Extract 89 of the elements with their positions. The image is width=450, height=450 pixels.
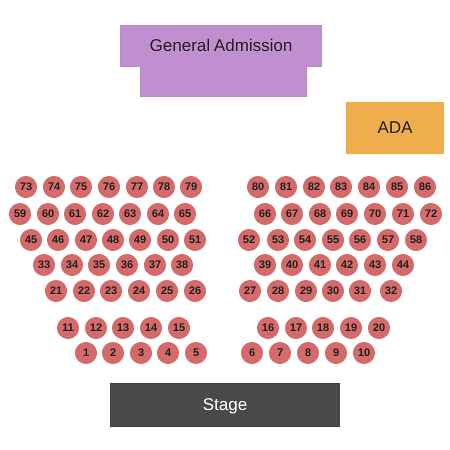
seat-table: 26: [184, 280, 206, 302]
seat-table: 18: [312, 317, 334, 339]
seat-table: 6: [241, 342, 263, 364]
seat-table: 64: [147, 203, 169, 225]
seat-table: 8: [297, 342, 319, 364]
seat-table: 45: [20, 229, 42, 251]
seat-table: 52: [238, 229, 260, 251]
seat-table: 15: [168, 317, 190, 339]
seat-table: 2: [102, 342, 124, 364]
seat-table: 34: [61, 254, 83, 276]
seat-table: 32: [380, 280, 402, 302]
seat-table: 75: [70, 176, 92, 198]
seat-table: 54: [294, 229, 316, 251]
seat-table: 43: [364, 254, 386, 276]
seat-table: 16: [257, 317, 279, 339]
seat-table: 71: [392, 203, 414, 225]
ada-section: ADA: [346, 102, 444, 154]
seat-table: 42: [336, 254, 358, 276]
seat-table: 28: [267, 280, 289, 302]
seat-table: 66: [254, 203, 276, 225]
seat-table: 35: [88, 254, 110, 276]
seat-table: 59: [9, 203, 31, 225]
seat-table: 76: [98, 176, 120, 198]
seat-table: 17: [285, 317, 307, 339]
seat-table: 62: [92, 203, 114, 225]
seat-table: 78: [153, 176, 175, 198]
seat-table: 25: [156, 280, 178, 302]
seat-table: 46: [47, 229, 69, 251]
seat-table: 67: [281, 203, 303, 225]
seat-table: 55: [322, 229, 344, 251]
stage-area: Stage: [110, 383, 340, 427]
seat-table: 47: [75, 229, 97, 251]
seat-table: 85: [386, 176, 408, 198]
seat-table: 9: [325, 342, 347, 364]
seat-table: 80: [247, 176, 269, 198]
seat-table: 48: [102, 229, 124, 251]
general-admission-section: General Admission: [120, 25, 322, 97]
seat-table: 12: [85, 317, 107, 339]
seat-table: 72: [420, 203, 442, 225]
seat-table: 20: [368, 317, 390, 339]
seat-table: 4: [157, 342, 179, 364]
seat-table: 81: [275, 176, 297, 198]
seat-table: 31: [349, 280, 371, 302]
seat-table: 41: [309, 254, 331, 276]
seat-table: 11: [57, 317, 79, 339]
seat-table: 30: [322, 280, 344, 302]
seat-table: 39: [254, 254, 276, 276]
seat-table: 13: [112, 317, 134, 339]
seat-table: 23: [100, 280, 122, 302]
seat-table: 49: [129, 229, 151, 251]
seat-table: 5: [185, 342, 207, 364]
seat-table: 61: [64, 203, 86, 225]
seat-table: 79: [180, 176, 202, 198]
seat-table: 56: [349, 229, 371, 251]
seat-table: 60: [37, 203, 59, 225]
seat-table: 51: [184, 229, 206, 251]
seat-table: 21: [45, 280, 67, 302]
seat-table: 44: [392, 254, 414, 276]
seat-table: 22: [73, 280, 95, 302]
seat-table: 7: [269, 342, 291, 364]
seat-table: 10: [353, 342, 375, 364]
seat-table: 1: [75, 342, 97, 364]
seat-table: 58: [405, 229, 427, 251]
seat-table: 36: [116, 254, 138, 276]
seat-table: 53: [267, 229, 289, 251]
seat-table: 82: [303, 176, 325, 198]
seat-table: 70: [364, 203, 386, 225]
seat-table: 57: [377, 229, 399, 251]
seat-table: 27: [239, 280, 261, 302]
seat-table: 74: [43, 176, 65, 198]
seat-table: 63: [119, 203, 141, 225]
seat-table: 69: [336, 203, 358, 225]
seat-table: 33: [33, 254, 55, 276]
seat-table: 83: [330, 176, 352, 198]
seat-table: 19: [340, 317, 362, 339]
seat-table: 86: [414, 176, 436, 198]
seat-table: 50: [157, 229, 179, 251]
seat-table: 77: [126, 176, 148, 198]
seat-table: 38: [171, 254, 193, 276]
seat-table: 84: [358, 176, 380, 198]
seat-table: 3: [130, 342, 152, 364]
seat-table: 73: [15, 176, 37, 198]
seat-table: 24: [128, 280, 150, 302]
seat-table: 14: [140, 317, 162, 339]
seat-table: 65: [174, 203, 196, 225]
seat-table: 68: [309, 203, 331, 225]
seat-table: 29: [295, 280, 317, 302]
seat-table: 37: [144, 254, 166, 276]
seat-table: 40: [281, 254, 303, 276]
